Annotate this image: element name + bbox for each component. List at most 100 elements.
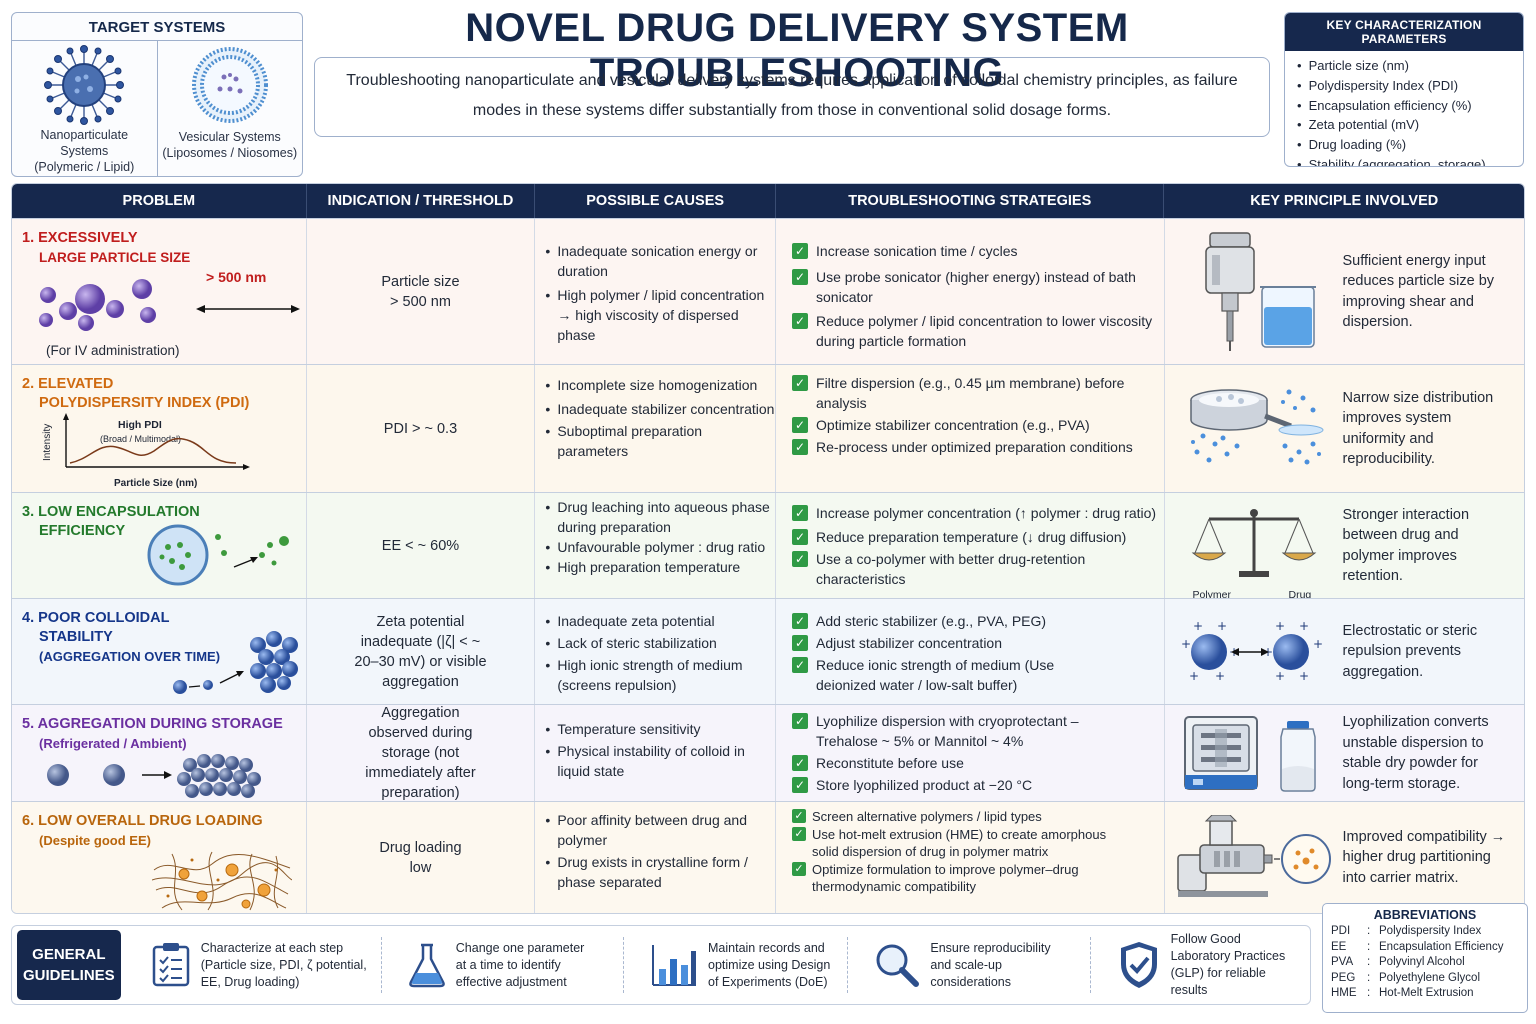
svg-text:+: +: [1193, 622, 1203, 633]
strategies-cell: ✓Lyophilize dispersion with cryoprotecta…: [776, 705, 1165, 801]
param-item: Polydispersity Index (PDI): [1297, 76, 1523, 96]
principle-text: Electrostatic or steric repulsion preven…: [1342, 622, 1478, 680]
strategies-cell: ✓Increase polymer concentration (↑ polym…: [776, 493, 1165, 598]
cause-item: High preparation temperature: [545, 557, 775, 577]
strategy-item: ✓Reduce ionic strength of medium (Use de…: [792, 655, 1092, 695]
shield-check-icon: [1120, 942, 1157, 988]
principle-text: Stronger interaction between drug and po…: [1342, 506, 1470, 585]
strategy-item: ✓Increase polymer concentration (↑ polym…: [792, 503, 1163, 523]
strategy-text: Use probe sonicator (higher energy) inst…: [816, 269, 1136, 305]
strategy-item: ✓ Use probe sonicator (higher energy) ins…: [792, 267, 1163, 307]
principle-cell: Polymer Drug Stronger interaction betwee…: [1165, 493, 1525, 601]
cause-item: Drug exists in crystalline form / phase …: [545, 852, 775, 892]
strategy-text: Re-process under optimized preparation c…: [816, 439, 1133, 455]
strategies-cell: ✓Add steric stabilizer (e.g., PVA, PEG) …: [776, 599, 1165, 704]
strategy-item: ✓Reduce polymer / lipid concentration to…: [792, 311, 1163, 351]
cause-item: Inadequate sonication energy or duration: [545, 241, 775, 281]
header-causes: POSSIBLE CAUSES: [535, 184, 776, 218]
problem-cell: 6. LOW OVERALL DRUG LOADING (Despite goo…: [12, 802, 307, 913]
indication-text: Particle size > 500 nm: [381, 273, 460, 310]
svg-text:+: +: [1299, 622, 1309, 633]
strategy-text: Optimize stabilizer concentration (e.g.,…: [816, 417, 1090, 433]
principle-cell: Improved compatibility → higher drug par…: [1165, 802, 1525, 913]
problem-title: 1. EXCESSIVELY: [22, 230, 138, 246]
causes-cell: Poor affinity between drug and polymer D…: [535, 802, 777, 913]
indication-text: Aggregation observed during storage (not…: [365, 705, 476, 801]
leaky-particle-icon: [147, 524, 289, 586]
pdi-graph-icon: [63, 413, 250, 470]
problem-title: 2. ELEVATED: [22, 376, 114, 392]
header-problem: PROBLEM: [12, 184, 307, 218]
hot-melt-extruder-icon: [1176, 814, 1331, 897]
abbr-key: PVA: [1331, 956, 1354, 968]
strategy-item: ✓Increase sonication time / cycles: [792, 241, 1163, 261]
target-nano-label: Nanoparticulate Systems (Polymeric / Lip…: [34, 128, 135, 174]
strategy-item: ✓Optimize stabilizer concentration (e.g.…: [792, 415, 1163, 435]
table-row: 3. LOW ENCAPSULATION EFFICIENCY EE < ~ 6…: [12, 492, 1525, 601]
svg-text:+: +: [1275, 669, 1285, 682]
bar-chart-icon: [652, 945, 696, 986]
guideline-text: Change one parameter at a time to identi…: [455, 940, 585, 989]
svg-text:+: +: [1275, 622, 1285, 633]
strategy-text: Filtre dispersion (e.g., 0.45 µm membran…: [816, 375, 1125, 411]
cause-item: Physical instability of colloid in liqui…: [545, 741, 775, 781]
cause-item: High ionic strength of medium (screens r…: [545, 655, 775, 695]
problem-cell: 3. LOW ENCAPSULATION EFFICIENCY: [12, 493, 307, 598]
indication-text: PDI > ~ 0.3: [383, 420, 458, 437]
causes-cell: Temperature sensitivity Physical instabi…: [535, 705, 777, 801]
check-icon: ✓: [792, 269, 809, 285]
intro-text: Troubleshooting nanoparticulate and vesi…: [314, 57, 1270, 137]
clipboard-icon: [152, 943, 189, 987]
problem-subtitle: (AGGREGATION OVER TIME): [39, 649, 221, 664]
causes-cell: Inadequate zeta potential Lack of steric…: [535, 599, 777, 704]
problem-cell: 1. EXCESSIVELY LARGE PARTICLE SIZE > 500…: [12, 219, 307, 364]
check-icon: ✓: [792, 505, 809, 521]
problem-title: 5. AGGREGATION DURING STORAGE: [22, 716, 283, 732]
indication-cell: Drug loading low: [307, 802, 536, 913]
strategy-text: Use a co-polymer with better drug-retent…: [816, 551, 1086, 587]
cause-item: Poor affinity between drug and polymer: [545, 810, 775, 850]
abbr-key: PDI: [1331, 925, 1351, 937]
principle-cell: ++++++ ++++++ Electrostatic or steric re…: [1165, 599, 1525, 704]
principle-text: Improved compatibility → higher drug par…: [1342, 828, 1506, 886]
key-parameters-panel: KEY CHARACTERIZATION PARAMETERS Particle…: [1284, 12, 1524, 167]
check-icon: ✓: [792, 529, 809, 545]
causes-cell: Incomplete size homogenization Inadequat…: [535, 365, 777, 492]
abbr-key: EE: [1331, 940, 1347, 953]
indication-text: Drug loading low: [379, 839, 462, 876]
table-header: PROBLEM INDICATION / THRESHOLD POSSIBLE …: [12, 184, 1524, 218]
problem-title-2: POLYDISPERSITY INDEX (PDI): [39, 395, 250, 411]
check-icon: ✓: [792, 862, 807, 876]
strategy-item: ✓Filtre dispersion (e.g., 0.45 µm membra…: [792, 373, 1163, 413]
problem-subtitle: (Refrigerated / Ambient): [39, 736, 187, 751]
cause-item: Lack of steric stabilization: [545, 633, 775, 653]
strategy-item: ✓Store lyophilized product at −20 °C: [792, 775, 1163, 795]
troubleshooting-table: PROBLEM INDICATION / THRESHOLD POSSIBLE …: [11, 183, 1525, 914]
problem-cell: 4. POOR COLLOIDAL STABILITY (AGGREGATION…: [12, 599, 307, 704]
guideline-text: Characterize at each step (Particle size…: [200, 940, 367, 989]
param-item: Stability (aggregation, storage): [1297, 155, 1523, 166]
strategy-item: ✓Add steric stabilizer (e.g., PVA, PEG): [792, 611, 1163, 631]
check-icon: ✓: [792, 243, 809, 259]
aggregation-icon: [173, 631, 298, 694]
abbr-full: Polydispersity Index: [1379, 925, 1482, 937]
repulsion-icon: ++++++ ++++++: [1181, 622, 1323, 682]
graph-subtitle: (Broad / Multimodal): [100, 434, 182, 444]
problem-title: 4. POOR COLLOIDAL: [22, 610, 170, 626]
target-systems-panel: TARGET SYSTEMS Nanoparticulate: [11, 12, 303, 177]
guideline-item: Change one parameter at a time to identi…: [380, 937, 623, 993]
strategy-text: Optimize formulation to improve polymer–…: [812, 862, 1079, 894]
abbr-key: HME: [1331, 987, 1357, 999]
strategy-item: ✓ Use hot-melt extrusion (HME) to create …: [792, 826, 1122, 860]
strategy-item: ✓Reconstitute before use: [792, 753, 1163, 773]
strategy-text: Reduce preparation temperature (↓ drug d…: [816, 529, 1127, 545]
strategy-text: Adjust stabilizer concentration: [816, 635, 1003, 651]
check-icon: ✓: [792, 635, 809, 651]
abbr-key: PEG: [1331, 971, 1356, 984]
param-item: Drug loading (%): [1297, 135, 1523, 155]
check-icon: ✓: [792, 827, 807, 841]
svg-text:+: +: [1217, 622, 1227, 633]
table-row: 2. ELEVATED POLYDISPERSITY INDEX (PDI) H…: [12, 364, 1524, 492]
check-icon: ✓: [792, 551, 809, 567]
strategy-text: Use hot-melt extrusion (HME) to create a…: [812, 827, 1107, 859]
